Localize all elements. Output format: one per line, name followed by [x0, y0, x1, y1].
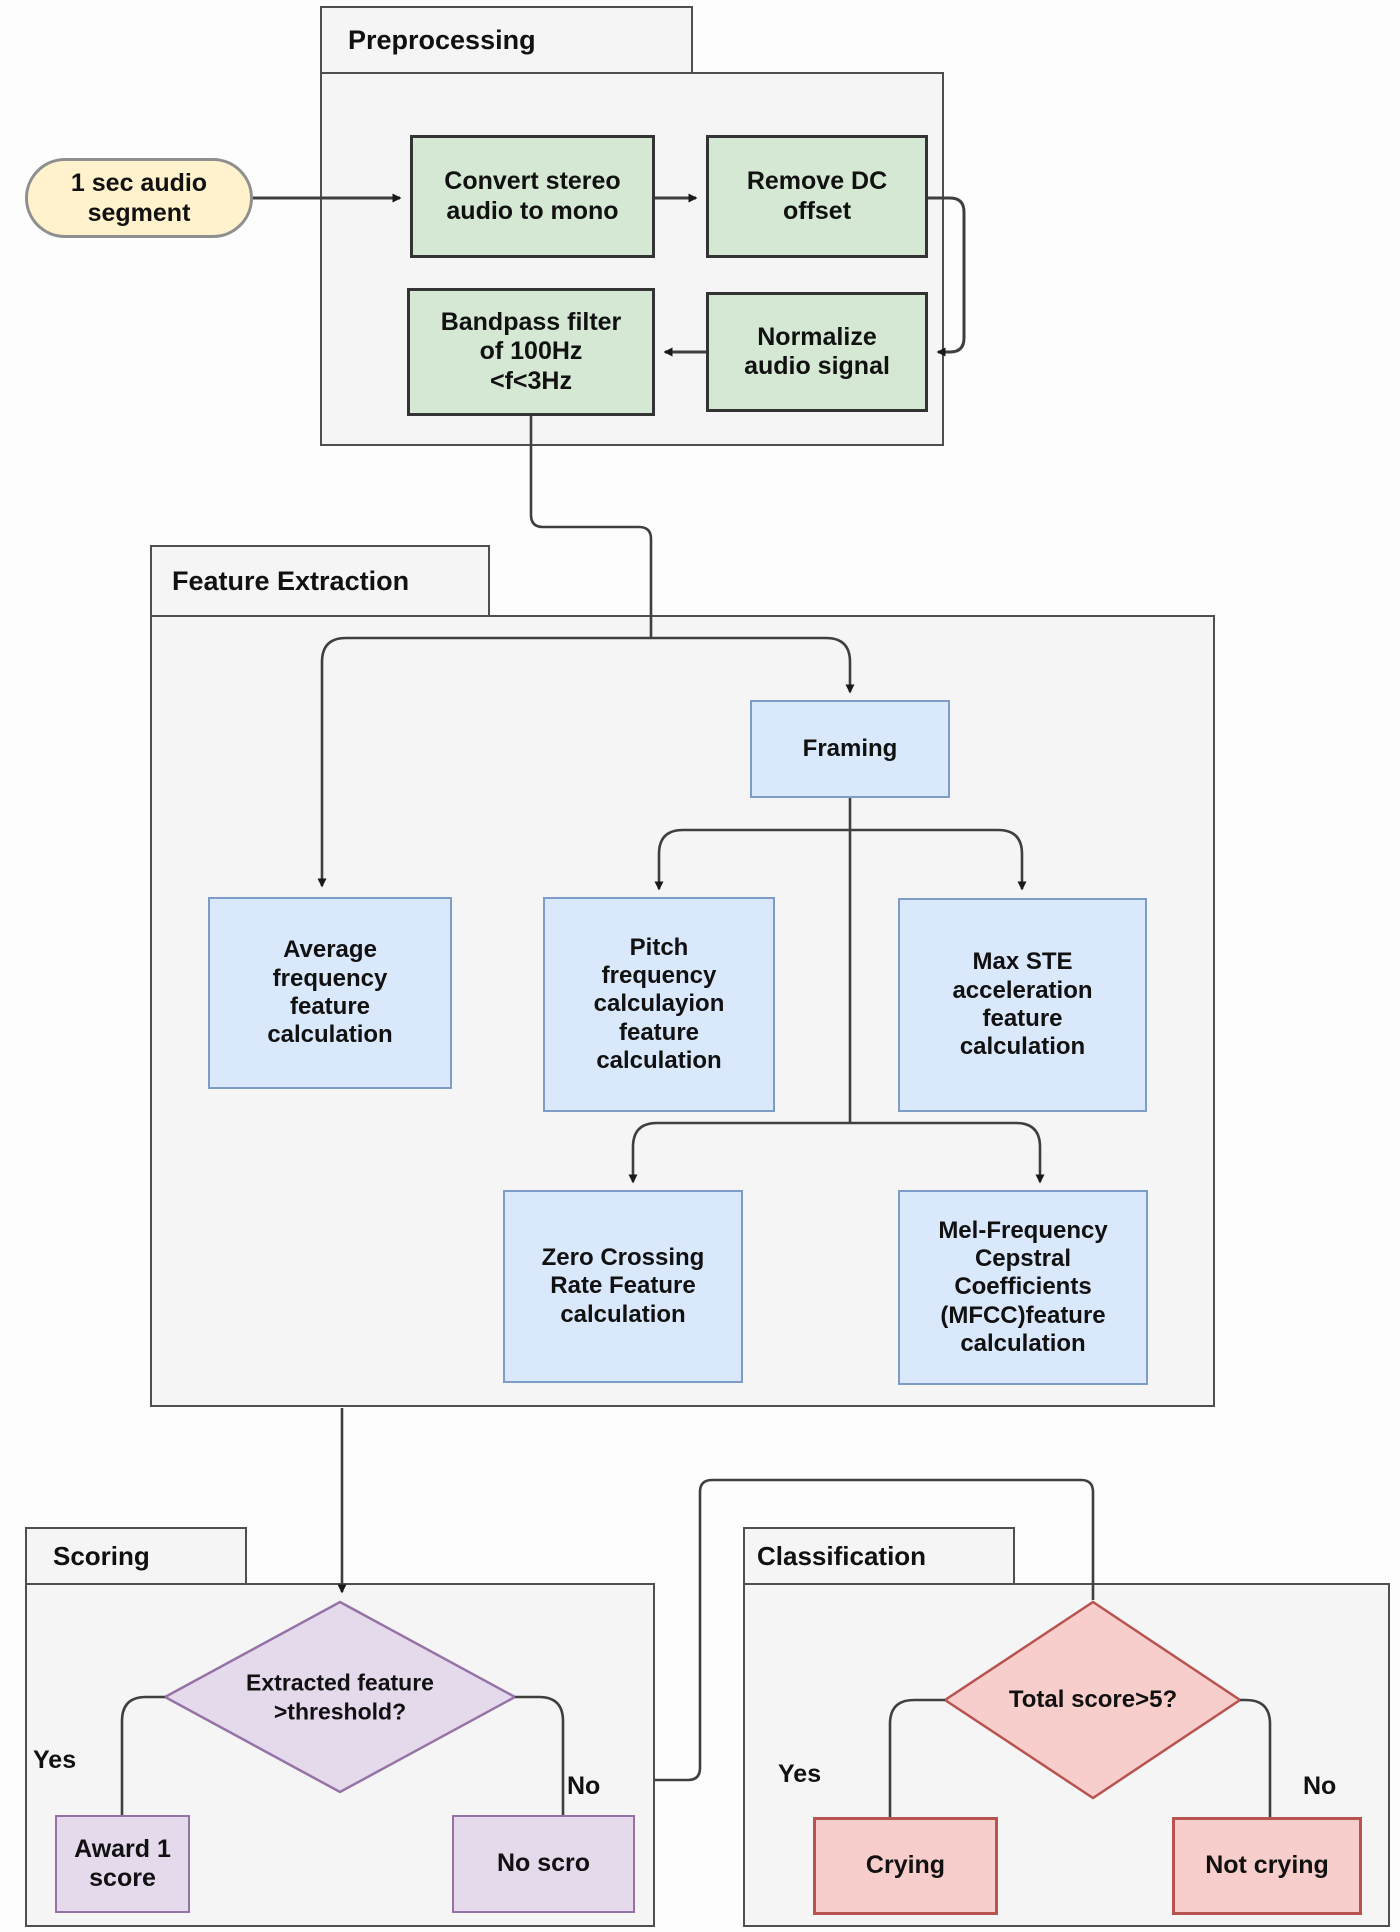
node-average-frequency: Average frequency feature calculation	[208, 897, 452, 1089]
line-class-no	[1240, 1698, 1272, 1817]
classification-decision-diamond	[942, 1600, 1243, 1800]
classification-title: Classification	[757, 1540, 927, 1571]
classification-yes-label: Yes	[778, 1760, 822, 1788]
node-zero-crossing: Zero Crossing Rate Feature calculation	[503, 1190, 743, 1383]
scoring-title: Scoring	[53, 1540, 150, 1571]
node-crying: Crying	[813, 1817, 998, 1915]
node-framing: Framing	[750, 700, 950, 798]
node-normalize: Normalize audio signal	[706, 292, 928, 412]
arrow-branch-zcr-mfcc	[628, 1121, 1045, 1184]
node-convert-stereo: Convert stereo audio to mono	[410, 135, 655, 258]
scoring-decision-diamond	[162, 1600, 518, 1794]
preprocessing-title: Preprocessing	[348, 24, 536, 55]
line-scoring-no	[515, 1695, 565, 1815]
node-pitch-frequency: Pitch frequency calculayion feature calc…	[543, 897, 775, 1112]
node-not-crying: Not crying	[1172, 1817, 1362, 1915]
node-bandpass-filter: Bandpass filter of 100Hz <f<3Hz	[407, 288, 655, 416]
preprocessing-tab: Preprocessing	[320, 6, 693, 74]
node-max-ste: Max STE acceleration feature calculation	[898, 898, 1147, 1112]
node-award-score: Award 1 score	[55, 1815, 190, 1913]
classification-decision-label: Total score>5?	[1008, 1686, 1178, 1713]
scoring-tab: Scoring	[25, 1527, 247, 1585]
classification-tab: Classification	[743, 1527, 1015, 1585]
line-bandpass-to-feature-extraction	[529, 416, 653, 638]
classification-no-label: No	[1303, 1772, 1337, 1800]
line-scoring-to-classification	[655, 1478, 1095, 1782]
line-class-yes	[888, 1698, 945, 1817]
node-no-score: No scro	[452, 1815, 635, 1913]
input-node: 1 sec audio segment	[25, 158, 253, 238]
scoring-decision-label: Extracted feature >threshold?	[246, 1669, 434, 1724]
arrow-split-to-framing	[651, 636, 855, 694]
feature-extraction-tab: Feature Extraction	[150, 545, 490, 617]
node-mfcc: Mel-Frequency Cepstral Coefficients (MFC…	[898, 1190, 1148, 1385]
line-scoring-yes	[120, 1695, 165, 1815]
feature-extraction-title: Feature Extraction	[172, 565, 410, 596]
arrow-removedc-to-normalize	[928, 196, 966, 357]
node-remove-dc: Remove DC offset	[706, 135, 928, 258]
arrow-branch-pitch-maxste	[654, 828, 1027, 891]
arrow-split-to-average	[317, 636, 651, 888]
scoring-no-label: No	[567, 1772, 601, 1800]
scoring-yes-label: Yes	[33, 1746, 77, 1774]
